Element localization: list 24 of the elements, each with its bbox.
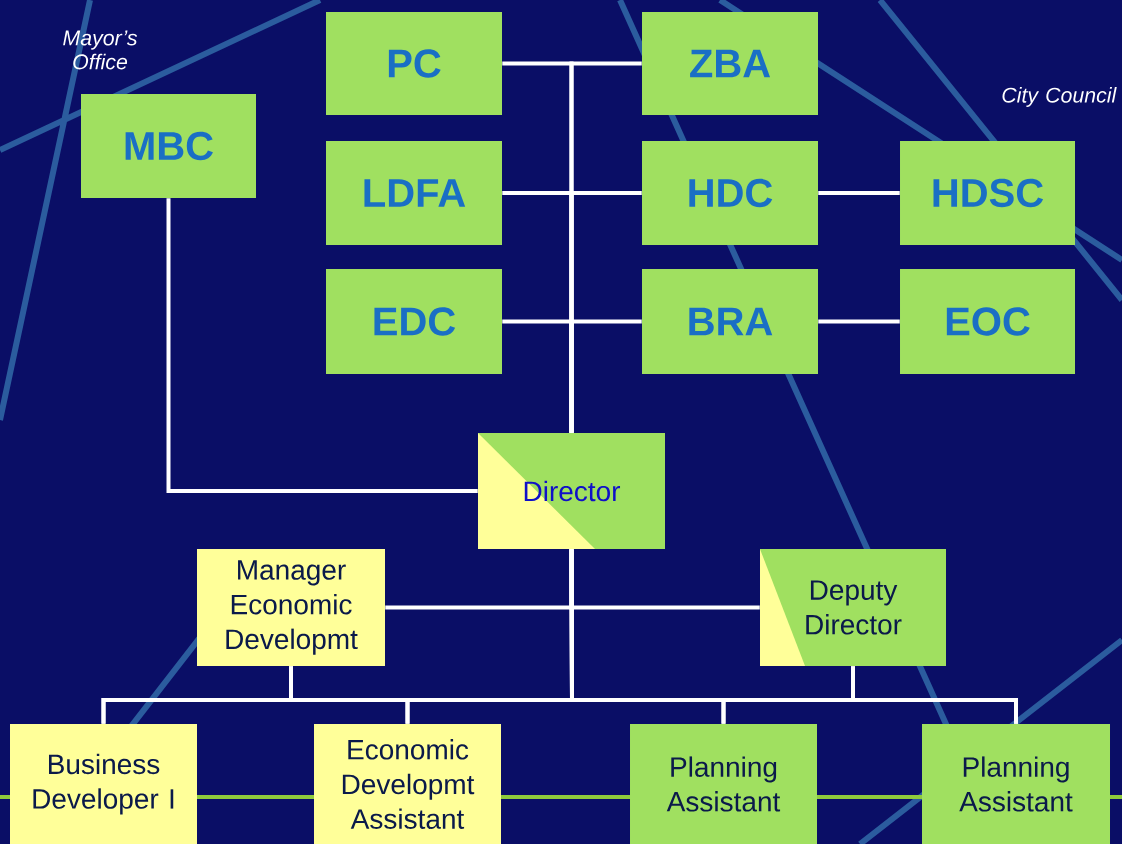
position-box: Business Developer I [10,724,197,844]
director-box: Director [478,433,665,549]
committee-box: EDC [326,269,502,374]
committee-box: HDSC [900,141,1075,245]
committee-box: PC [326,12,502,115]
connector-line [289,666,410,724]
committee-box: BRA [642,269,818,374]
committee-box: LDFA [326,141,502,245]
position-box: Planning Assistant [630,724,817,844]
committee-box: MBC [81,94,256,198]
deputy-box: Deputy Director [760,549,946,666]
connector-line [166,198,478,493]
connector-line [851,666,1018,724]
connector-line [818,191,900,195]
group-label: Mayor’s Office [63,30,138,70]
position-box: Planning Assistant [922,724,1110,844]
position-box: Manager Economic Developmt [197,549,385,666]
group-label: City Council [1002,87,1117,107]
committee-box: EOC [900,269,1075,374]
committee-box: ZBA [642,12,818,115]
position-box: Economic Developmt Assistant [314,724,501,844]
connector-line [569,319,642,433]
committee-box: HDC [642,141,818,245]
connector-line [818,319,900,324]
